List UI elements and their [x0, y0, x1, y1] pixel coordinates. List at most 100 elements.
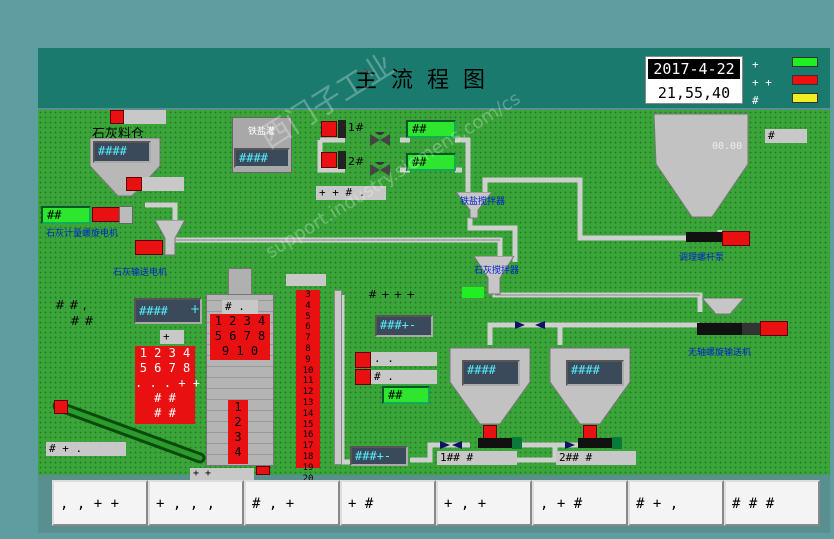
sensor-number: 11 [302, 376, 314, 387]
hopper-1-screw [478, 438, 512, 448]
nav-button-4[interactable]: + # [340, 480, 436, 526]
tower-alarm-strip: 1 2 3 4 [228, 400, 248, 464]
time-display: 21,55,40 [657, 84, 731, 102]
nav-button-5[interactable]: + , + [436, 480, 532, 526]
shaftless-conveyor-body [697, 323, 742, 335]
left-value-field[interactable]: #### [134, 298, 202, 324]
belt-conveyor [52, 400, 206, 464]
tower-bottom-text: + + [190, 468, 254, 480]
dosing-pump-1-flow-field[interactable]: ## [406, 120, 456, 138]
sensor-number-column: 3456789101112131415161718192021 [296, 290, 320, 494]
sensor-number: 7 [305, 333, 311, 344]
lime-bin-valve-text [142, 177, 184, 191]
sensor-number: 17 [302, 441, 314, 452]
nav-button-3[interactable]: # , + [244, 480, 340, 526]
sensor-number: 16 [302, 430, 314, 441]
dosing-pump-1-indicator[interactable] [321, 121, 337, 137]
storage-hopper-2 [549, 347, 631, 425]
lime-conveyor-motor-indicator[interactable] [135, 240, 163, 255]
regulating-pump-indicator[interactable] [722, 231, 750, 246]
tower-top-text: # . [222, 300, 258, 314]
tower-top [228, 268, 252, 296]
hopper-1-screw-motor [512, 437, 522, 449]
regulating-pump-label: 调理螺杆泵 [679, 253, 725, 263]
storage-hopper-1 [449, 347, 531, 425]
nav-button-8[interactable]: # # # [724, 480, 820, 526]
dosing-pump-2-flow-field[interactable]: ## [406, 153, 456, 171]
iron-salt-mixer-funnel [456, 192, 493, 219]
hopper-2-level-field[interactable]: #### [566, 360, 624, 386]
sensor-number: 13 [302, 397, 314, 408]
left-value-field-sign: + [190, 302, 201, 316]
legend-swatch-fault [792, 93, 818, 103]
sensor-number: 14 [302, 408, 314, 419]
page-title: 主流程图 [355, 68, 500, 93]
alarm-block-left: 1 2 3 4 5 6 7 8 . . . + + # # # # [135, 346, 200, 424]
belt-conveyor-status: # + . [46, 442, 126, 456]
valve-1-icon[interactable] [370, 125, 390, 146]
left-plus-text: + [160, 330, 184, 344]
sensor-pipe [334, 290, 342, 465]
date-display: 2017-4-22 [648, 59, 740, 79]
dosing-pump-2-label: 2# [348, 155, 365, 168]
lime-meter-motor-label: 石灰计量螺旋电机 [46, 229, 119, 239]
valve-2-icon[interactable] [370, 155, 390, 176]
sensor-number: 8 [305, 343, 311, 354]
hopper-1-pump-indicator[interactable] [483, 425, 497, 439]
lime-meter-speed-field[interactable]: ## [41, 206, 91, 224]
dosing-pump-1-label: 1# [348, 121, 365, 134]
mid-indicator-1[interactable] [355, 352, 371, 368]
bottom-value-field[interactable]: ###+- [350, 446, 408, 466]
sensor-number: 3 [305, 290, 311, 300]
lime-meter-motor [119, 206, 133, 224]
lime-meter-motor-indicator[interactable] [92, 207, 120, 222]
hopper-2-screw-motor [612, 437, 622, 449]
lime-bin-status-indicator[interactable] [110, 110, 124, 124]
hopper-1-level-field[interactable]: #### [462, 360, 520, 386]
number-column-header [286, 274, 326, 286]
lime-mixer-run-indicator[interactable] [462, 287, 484, 298]
nav-button-1[interactable]: , , + + [52, 480, 148, 526]
nav-button-6[interactable]: , + # [532, 480, 628, 526]
lime-mixer-label: 石灰搅拌器 [474, 266, 520, 276]
legend-mark-fault: # [752, 94, 759, 107]
tower-bottom-indicator[interactable] [256, 466, 270, 475]
mid-value-field[interactable]: ###+- [375, 315, 433, 337]
sensor-number: 20 [302, 473, 314, 484]
lime-bin-level-field[interactable]: #### [93, 141, 151, 163]
lime-mixer-funnel [474, 256, 515, 295]
nav-button-7[interactable]: # + , [628, 480, 724, 526]
legend-swatch-running [792, 57, 818, 67]
hopper-2-screw [578, 438, 612, 448]
shaftless-conveyor-motor [742, 323, 760, 335]
hopper-1-status: 1## # [437, 451, 517, 465]
sensor-number: 18 [302, 451, 314, 462]
belt-conveyor-indicator[interactable] [54, 400, 68, 414]
tower-alarm-block: 1 2 3 4 5 6 7 8 9 1 0 [210, 314, 270, 360]
legend-swatch-stopped [792, 75, 818, 85]
regulating-pump-body [686, 232, 724, 242]
datetime-box: 2017-4-22 21,55,40 [645, 56, 743, 104]
left-marks-1: # # , [55, 298, 87, 312]
legend-mark-running: + [752, 58, 759, 71]
lime-bin-valve-indicator[interactable] [126, 177, 142, 191]
sensor-number: 5 [305, 311, 311, 322]
hopper-2-status: 2## # [556, 451, 636, 465]
nav-button-2[interactable]: + , , , [148, 480, 244, 526]
lime-conveyor-motor-label: 石灰输送电机 [113, 268, 168, 278]
left-marks-2: # # [70, 314, 94, 328]
iron-salt-level-field[interactable]: #### [234, 148, 290, 168]
sensor-number: 10 [302, 365, 314, 376]
mid-green-field[interactable]: ## [382, 386, 430, 404]
shaftless-conveyor-funnel [702, 298, 745, 315]
shaftless-conveyor-label: 无轴螺旋输送机 [688, 348, 752, 358]
mid-indicator-2[interactable] [355, 369, 371, 385]
hopper-2-pump-indicator[interactable] [583, 425, 597, 439]
dosing-pump-2-indicator[interactable] [321, 152, 337, 168]
mid-grey-text-2: # . [371, 370, 437, 384]
shaftless-conveyor-indicator[interactable] [760, 321, 788, 336]
lime-conveyor-funnel [155, 220, 186, 256]
sensor-number: 6 [305, 322, 311, 333]
sludge-hopper-status: # [765, 129, 807, 143]
sensor-number: 4 [305, 300, 311, 311]
